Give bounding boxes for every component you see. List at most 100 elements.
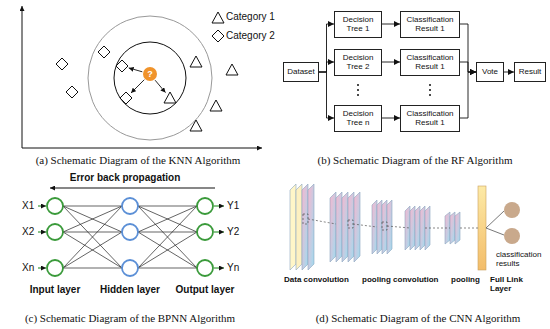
query-mark: ? — [147, 70, 153, 79]
panel-caption: (d) Schematic Diagram of the CNN Algorit… — [316, 312, 521, 325]
bpnn-network — [38, 206, 224, 268]
bpnn-network — [47, 198, 213, 276]
cnn-flow-lines — [460, 228, 478, 229]
bpnn-network — [50, 187, 215, 188]
bpnn-network — [214, 205, 224, 206]
bpnn-network — [197, 198, 213, 214]
output-name: classification results — [496, 250, 550, 268]
cnn-layers — [302, 184, 308, 270]
cnn-layers — [450, 212, 455, 244]
panel-caption: (c) Schematic Diagram of the BPNN Algori… — [25, 312, 235, 325]
bpnn-network — [63, 206, 122, 207]
ellipsis-dots — [429, 89, 431, 91]
cnn-layers — [290, 184, 486, 270]
box-text: Dataset — [287, 67, 315, 76]
bpnn-network — [63, 232, 122, 268]
knn-plot — [129, 68, 143, 72]
category-2-diamond — [116, 60, 128, 72]
bpnn-network — [122, 224, 138, 240]
category-1-triangle — [164, 12, 238, 131]
box-text: Decision Tree 2 — [337, 53, 379, 71]
flow-arrow — [319, 24, 334, 72]
bpnn-network — [122, 260, 138, 276]
bpnn-network — [63, 206, 122, 268]
cnn-layers — [478, 186, 486, 270]
input-name: X2 — [22, 226, 34, 238]
bpnn-network — [63, 206, 122, 232]
box-text: Decision Tree 1 — [337, 15, 379, 33]
flow-arrow — [382, 62, 400, 63]
knn-plot — [88, 16, 212, 140]
process-box: Result — [514, 62, 546, 82]
cnn-flow-lines — [348, 220, 353, 228]
legend-text: Category 1 — [226, 11, 275, 23]
category-1-triangle — [164, 92, 176, 103]
process-box: Decision Tree 2 — [334, 49, 382, 76]
stage-name: pooling — [451, 275, 480, 285]
cnn-flow-lines — [425, 228, 450, 229]
cnn-layers — [354, 192, 360, 262]
cnn-flow-lines — [308, 219, 336, 224]
bpnn-network — [214, 231, 224, 232]
cnn-layers — [336, 192, 342, 262]
category-2-diamond — [98, 46, 110, 58]
bpnn-network — [138, 206, 197, 232]
box-text: Result — [519, 67, 542, 76]
cnn-flow-lines — [303, 214, 478, 230]
cnn-layers — [342, 192, 348, 262]
flow-arrow — [382, 24, 400, 25]
bpnn-network — [63, 268, 122, 269]
bpnn-network — [38, 188, 224, 276]
ellipsis-dots — [429, 84, 431, 86]
bpnn-network — [138, 206, 197, 268]
output-units — [486, 202, 520, 244]
bpnn-network — [38, 205, 46, 206]
bpnn-network — [214, 267, 224, 268]
cnn-flow-lines — [303, 214, 308, 224]
cnn-layers — [330, 192, 336, 262]
flow-arrow — [382, 118, 400, 119]
knn-plot — [22, 6, 23, 148]
category-1-triangle — [190, 120, 202, 131]
category-2-diamond — [56, 58, 68, 70]
cnn-layers — [420, 206, 425, 250]
bpnn-network — [138, 232, 197, 233]
process-box: Classification Result 1 — [400, 105, 460, 132]
panel-caption: (a) Schematic Diagram of the KNN Algorit… — [36, 154, 241, 167]
knn-plot — [22, 148, 262, 149]
cnn-layers — [348, 192, 354, 262]
cnn-layers — [410, 206, 415, 250]
bpnn-network — [138, 206, 197, 232]
output-name: Y1 — [227, 200, 239, 212]
output-name: Y2 — [227, 226, 239, 238]
category-2-diamond — [66, 86, 78, 98]
box-text: Classification Result 1 — [403, 15, 457, 33]
output-units — [504, 228, 520, 244]
process-box: Dataset — [283, 62, 319, 82]
layer-name: Hidden layer — [100, 284, 160, 296]
process-box: Classification Result 1 — [400, 49, 460, 76]
cnn-layers — [415, 206, 420, 250]
category-1-triangle — [226, 64, 238, 75]
cnn-layers — [296, 184, 302, 270]
bpnn-network — [38, 231, 46, 232]
bpnn-network — [197, 260, 213, 276]
cnn-flow-lines — [382, 222, 387, 230]
bpnn-network — [138, 268, 197, 269]
bpnn-network — [63, 206, 197, 268]
output-units — [486, 211, 504, 228]
ellipsis-dots — [357, 94, 359, 96]
category-2-diamond — [120, 92, 132, 104]
cnn-layers — [387, 200, 392, 254]
bpnn-network — [63, 232, 122, 233]
cnn-flow-lines — [353, 224, 377, 227]
knn-plot — [155, 80, 165, 92]
cnn-layers — [382, 200, 387, 254]
bpnn-network — [122, 198, 138, 214]
knn-plot — [22, 6, 262, 148]
knn-plot — [131, 80, 144, 93]
flow-arrow — [460, 62, 476, 72]
ellipsis-dots — [429, 94, 431, 96]
flow-arrow — [460, 24, 476, 72]
box-text: Classification Result 1 — [403, 109, 457, 127]
